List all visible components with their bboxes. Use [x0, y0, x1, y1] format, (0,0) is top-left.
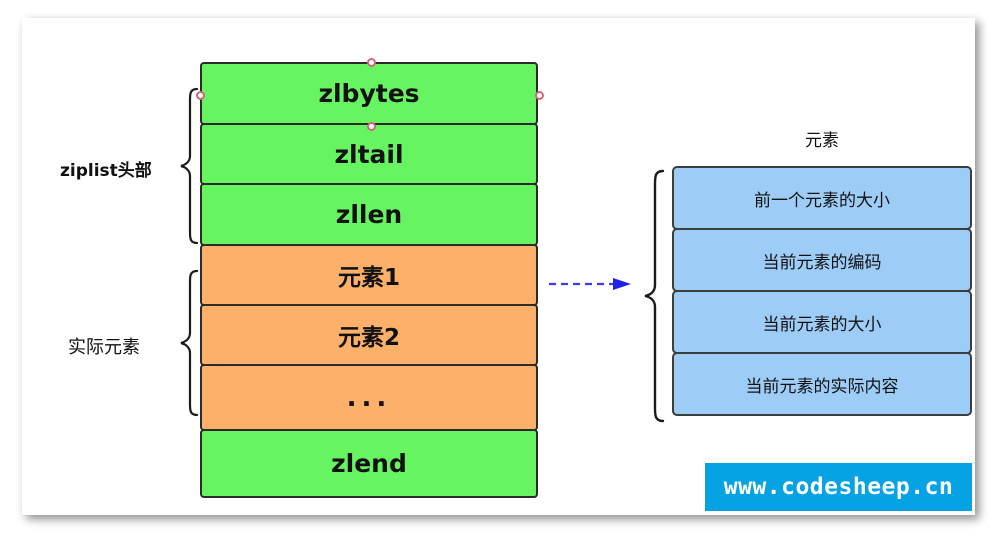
- entry-field-length-label: 当前元素的大小: [762, 314, 882, 335]
- watermark-banner: www.codesheep.cn: [705, 463, 972, 511]
- ziplist-structure-stack: zlbytes zltail zllen 元素1 元素2 ...: [196, 58, 544, 498]
- label-ziplist-header: ziplist头部: [60, 161, 152, 181]
- brace-entry-detail: [642, 168, 666, 424]
- watermark-text: www.codesheep.cn: [723, 474, 954, 500]
- entry-field-prev-entry-length-label: 前一个元素的大小: [754, 190, 890, 211]
- ziplist-cell-zltail[interactable]: zltail: [200, 123, 538, 185]
- entry-detail-stack: 前一个元素的大小 当前元素的编码 当前元素的大小 当前元素的实际内容: [672, 166, 972, 416]
- dashed-arrow-connector: [549, 276, 634, 292]
- ziplist-cell-element-2[interactable]: 元素2: [200, 304, 538, 366]
- ziplist-cell-element-1-label: 元素1: [337, 265, 400, 291]
- selection-handle-bottom[interactable]: [367, 122, 376, 131]
- entry-field-content-label: 当前元素的实际内容: [745, 376, 899, 397]
- entry-field-encoding[interactable]: 当前元素的编码: [672, 228, 972, 292]
- ziplist-cell-element-ellipsis[interactable]: ...: [200, 364, 538, 431]
- brace-ziplist-header: [178, 86, 200, 246]
- ziplist-cell-zlbytes[interactable]: zlbytes: [196, 58, 544, 131]
- selection-handle-left[interactable]: [196, 91, 205, 100]
- ziplist-cell-element-ellipsis-label: ...: [346, 382, 392, 413]
- entry-detail-title: 元素: [805, 131, 839, 151]
- entry-field-length[interactable]: 当前元素的大小: [672, 290, 972, 354]
- ziplist-cell-zllen[interactable]: zllen: [200, 183, 538, 246]
- drawing-canvas: zlbytes zltail zllen 元素1 元素2 ...: [22, 18, 975, 515]
- selection-handle-right[interactable]: [535, 91, 544, 100]
- ziplist-cell-zllen-label: zllen: [335, 200, 403, 229]
- selection-handle-top[interactable]: [367, 58, 376, 67]
- ziplist-cell-element-2-label: 元素2: [337, 325, 400, 351]
- entry-field-prev-entry-length[interactable]: 前一个元素的大小: [672, 166, 972, 230]
- ziplist-cell-zlbytes-label: zlbytes: [318, 79, 420, 108]
- brace-ziplist-entries: [178, 268, 200, 418]
- ziplist-cell-zltail-label: zltail: [334, 139, 404, 169]
- ziplist-cell-zlend[interactable]: zlend: [200, 429, 538, 498]
- entry-field-content[interactable]: 当前元素的实际内容: [672, 352, 972, 416]
- label-ziplist-entries: 实际元素: [68, 337, 140, 358]
- ziplist-cell-zlend-label: zlend: [331, 449, 407, 478]
- entry-field-encoding-label: 当前元素的编码: [762, 252, 882, 273]
- ziplist-cell-element-1[interactable]: 元素1: [200, 244, 538, 306]
